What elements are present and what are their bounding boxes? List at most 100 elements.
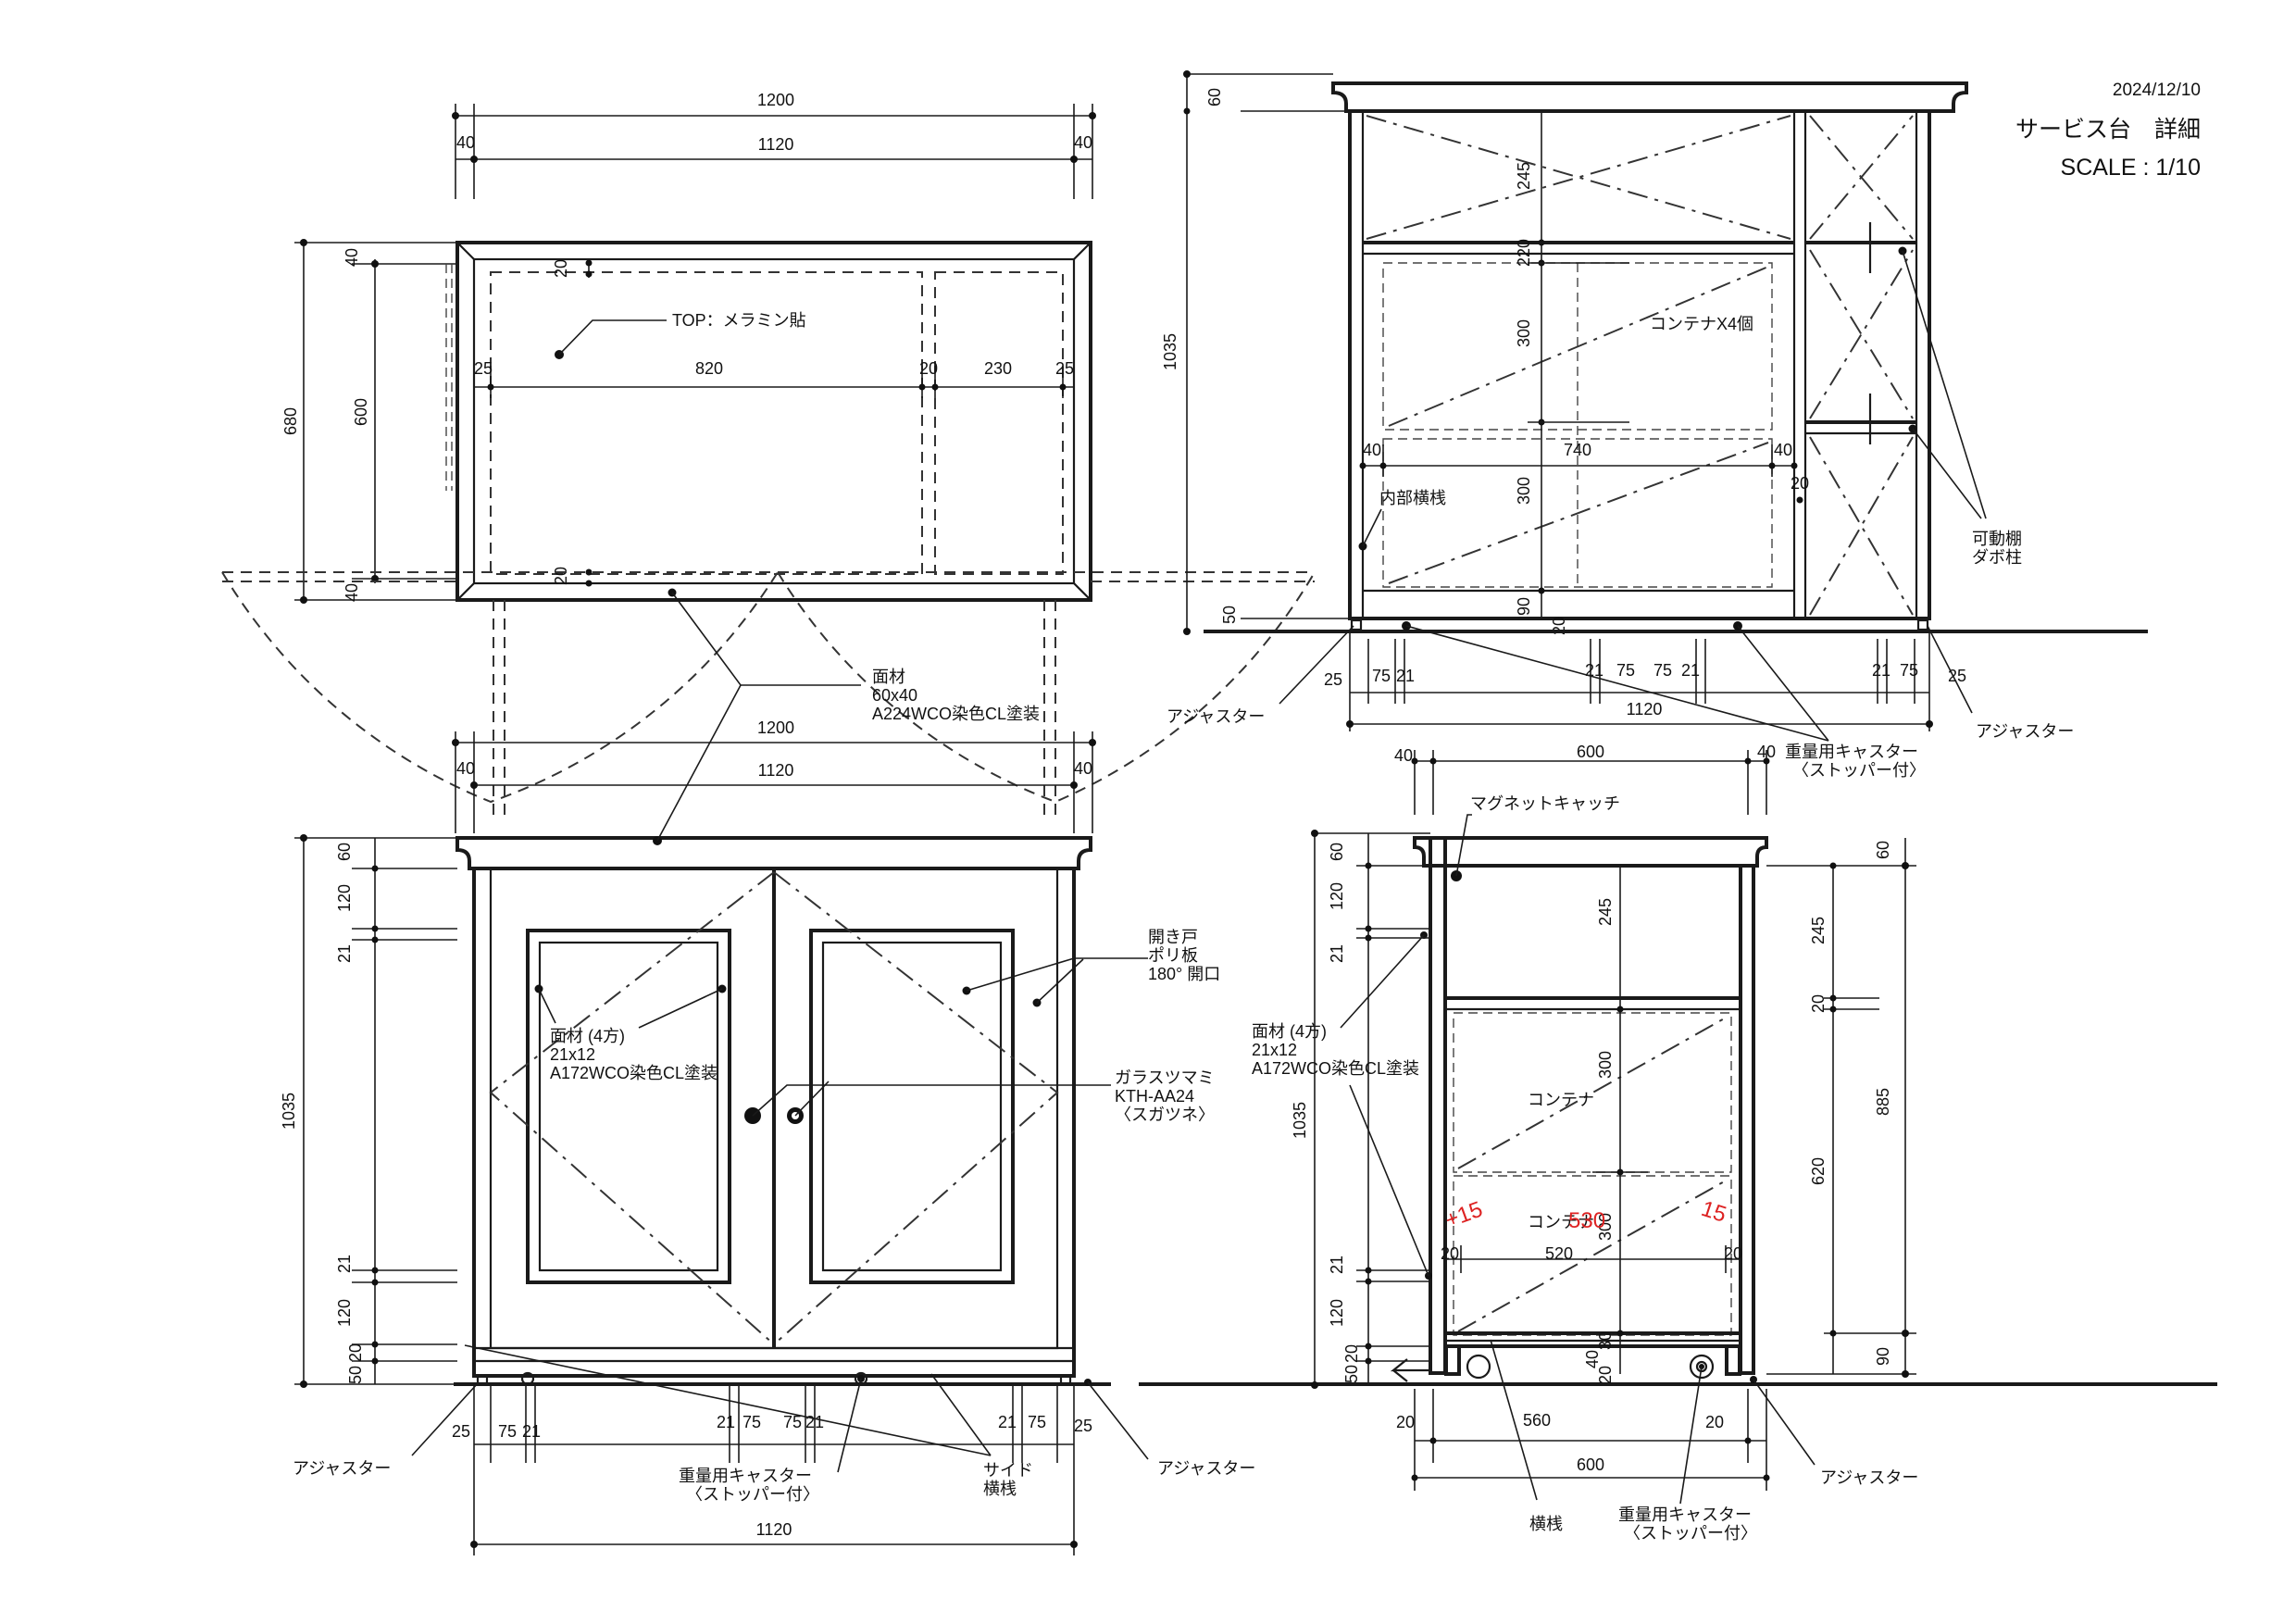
side-r60: 60 (1874, 841, 1892, 859)
front-v20: 20 (346, 1343, 365, 1362)
int-b75c: 75 (1653, 661, 1672, 680)
door-label-2: ポリ板 (1148, 946, 1198, 965)
plan-dim-inner-depth: 600 (352, 398, 370, 426)
int-h40a: 40 (1363, 441, 1381, 459)
int-adjuster-right: アジャスター (1976, 722, 2074, 741)
int-b21c: 21 (1681, 661, 1700, 680)
facing-label-2: 60x40 (872, 686, 917, 705)
int-adjuster-left: アジャスター (1167, 707, 1265, 726)
int-h40b: 40 (1774, 441, 1792, 459)
plan-dim-right: 40 (1074, 133, 1092, 152)
front-b75a: 75 (498, 1422, 517, 1441)
front-dim-total: 1200 (757, 718, 794, 737)
side-rail-label: 横桟 (1529, 1515, 1563, 1533)
knob-label-3: 〈スガツネ〉 (1115, 1106, 1215, 1124)
inner-rail-label: 内部横桟 (1379, 489, 1446, 507)
interior-view: 245 220 300 300 90 40 740 40 20 コンテナX4個 … (1161, 70, 2148, 780)
int-v220: 220 (1515, 239, 1533, 267)
front-adjuster-left: アジャスター (293, 1459, 391, 1478)
int-v60: 60 (1205, 88, 1224, 106)
side-v21a: 21 (1328, 944, 1346, 963)
shelf-label-1: 可動棚 (1972, 530, 2022, 548)
side-r245: 245 (1809, 917, 1828, 944)
side-r620: 620 (1809, 1157, 1828, 1185)
side-red-b: 530 (1568, 1208, 1605, 1233)
front-b25b: 25 (1074, 1417, 1092, 1435)
drawing-date: 2024/12/10 (2113, 81, 2201, 100)
container-label: コンテナX4個 (1650, 315, 1753, 333)
side-red-a: +15 (1441, 1197, 1485, 1233)
int-bottom-total: 1120 (1627, 700, 1663, 718)
side-v60: 60 (1328, 843, 1346, 861)
front-v50: 50 (346, 1366, 365, 1384)
plan-dim-offset-bottom: 20 (552, 567, 570, 585)
side-c245: 245 (1596, 898, 1615, 926)
side-panel-label-3: A172WCO染色CL塗装 (1252, 1058, 1419, 1078)
front-v60: 60 (335, 843, 354, 861)
side-inner20a: 20 (1441, 1244, 1459, 1263)
int-v300a: 300 (1515, 319, 1533, 347)
plan-dim-depth: 680 (281, 407, 300, 435)
int-b25b: 25 (1948, 667, 1966, 685)
front-adjuster-right: アジャスター (1157, 1459, 1255, 1478)
front-panel-label-1: 面材 (4方) (550, 1027, 625, 1045)
side-rail-label-1: サイド (983, 1461, 1033, 1480)
int-h740: 740 (1564, 441, 1591, 459)
int-v300b: 300 (1515, 477, 1533, 505)
knob-label-1: ガラスツマミ (1115, 1068, 1215, 1087)
int-v50: 50 (1220, 606, 1239, 624)
side-panel-label-1: 面材 (4方) (1252, 1022, 1327, 1041)
side-v120b: 120 (1328, 1299, 1346, 1327)
plan-view: 1200 1120 40 40 680 600 40 40 20 20 (221, 91, 1316, 815)
plan-top-label: TOP：メラミン貼 (672, 311, 806, 330)
front-b21c: 21 (805, 1413, 824, 1431)
shelf-label-2: ダボ柱 (1972, 548, 2022, 567)
front-caster-label-2: 〈ストッパー付〉 (686, 1485, 819, 1504)
drawing-title: サービス台 詳細 (2015, 117, 2201, 143)
plan-dim-inner: 1120 (758, 135, 794, 154)
front-b75c: 75 (783, 1413, 802, 1431)
int-b21a: 21 (1396, 667, 1415, 685)
side-container-1: コンテナ (1528, 1091, 1594, 1109)
side-b560: 560 (1523, 1411, 1551, 1430)
side-red-c: 15 (1698, 1196, 1729, 1228)
side-v1035: 1035 (1291, 1102, 1309, 1139)
int-caster-label-2: 〈ストッパー付〉 (1792, 761, 1926, 780)
int-b75b: 75 (1616, 661, 1635, 680)
side-v21b: 21 (1328, 1255, 1346, 1274)
side-view: 40 600 40 245 300 (1252, 743, 1918, 1543)
front-v120b: 120 (335, 1299, 354, 1327)
side-panel-label-2: 21x12 (1252, 1041, 1297, 1059)
int-h20: 20 (1791, 474, 1809, 493)
side-c300b: 300 (1596, 1213, 1615, 1241)
front-caster-label-1: 重量用キャスター (679, 1467, 812, 1485)
side-caster-label-2: 〈ストッパー付〉 (1624, 1524, 1757, 1543)
plan-dim-side: 230 (984, 359, 1012, 378)
knob-label-2: KTH-AA24 (1115, 1087, 1194, 1106)
title-block: 2024/12/10 サービス台 詳細 SCALE : 1/10 (2015, 81, 2201, 181)
side-inner20b: 20 (1724, 1244, 1742, 1263)
front-b21a: 21 (522, 1422, 541, 1441)
int-caster-label-1: 重量用キャスター (1785, 743, 1918, 761)
int-v1035: 1035 (1161, 333, 1179, 370)
side-c30: 30 (1596, 1331, 1615, 1350)
side-b20b: 20 (1705, 1413, 1724, 1431)
front-b25a: 25 (452, 1422, 470, 1441)
front-bottom-total: 1120 (756, 1520, 792, 1539)
plan-dim-bottom-margin: 40 (343, 583, 361, 602)
int-b75d: 75 (1900, 661, 1918, 680)
side-container-2: コンテナ (1528, 1213, 1594, 1231)
side-rail-label-2: 横桟 (983, 1480, 1017, 1498)
front-b75b: 75 (742, 1413, 761, 1431)
front-view: 1200 1120 40 40 1035 (280, 588, 2217, 1555)
int-b25a: 25 (1324, 670, 1342, 689)
int-b21b: 21 (1585, 661, 1603, 680)
side-v50: 50 (1342, 1365, 1361, 1383)
front-v21a: 21 (335, 944, 354, 963)
front-panel-label-3: A172WCO染色CL塗装 (550, 1063, 718, 1082)
plan-dim-mid: 20 (919, 359, 938, 378)
front-b75d: 75 (1028, 1413, 1046, 1431)
side-r885: 885 (1874, 1088, 1892, 1116)
facing-label-1: 面材 (872, 668, 905, 686)
side-v120a: 120 (1328, 882, 1346, 910)
